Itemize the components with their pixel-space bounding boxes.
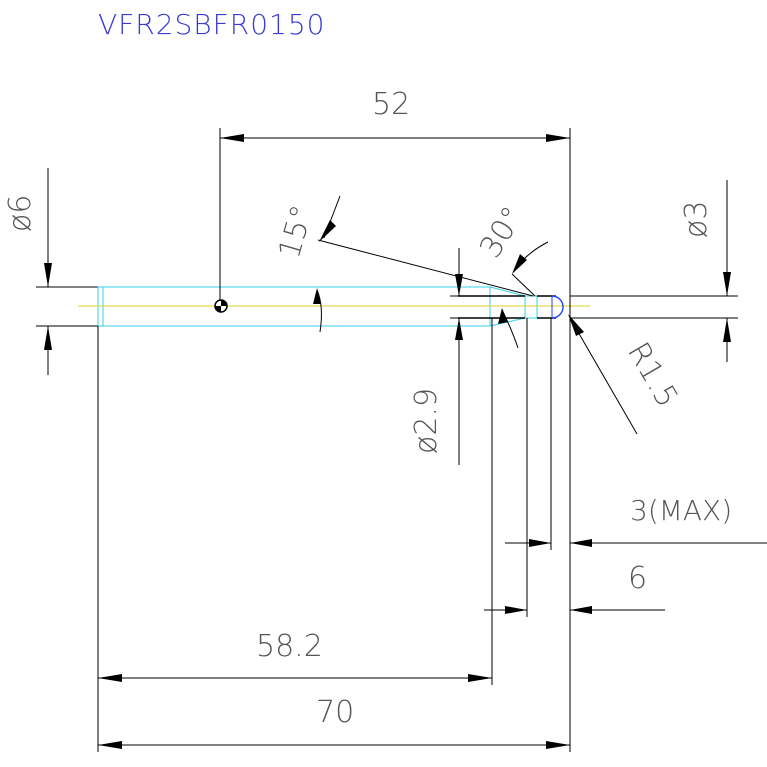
tool-body [36,286,590,327]
dim-70-label: 70 [316,695,354,730]
drawing-title: VFR2SBFR0150 [98,8,325,41]
dim-tip-angle-label: 30° [473,201,531,265]
dim-3max-label: 3(MAX) [630,494,732,527]
dim-neck-dia-label: ø2.9 [409,388,444,454]
dim-tip-dia-label: ø3 [679,201,714,238]
dim-58-2-label: 58.2 [256,629,323,664]
dim-shank-dia-label: ø6 [3,195,38,232]
dim-6-label: 6 [628,561,647,596]
dim-radius-label: R1.5 [620,337,685,414]
dim-taper-angle-label: 15° [272,201,320,262]
neck-detail [524,295,538,319]
dim-15deg-leader [317,239,534,297]
tip-radius-arc [551,295,564,319]
dim-52-label: 52 [372,87,410,122]
dim-radius-leader [569,317,638,435]
